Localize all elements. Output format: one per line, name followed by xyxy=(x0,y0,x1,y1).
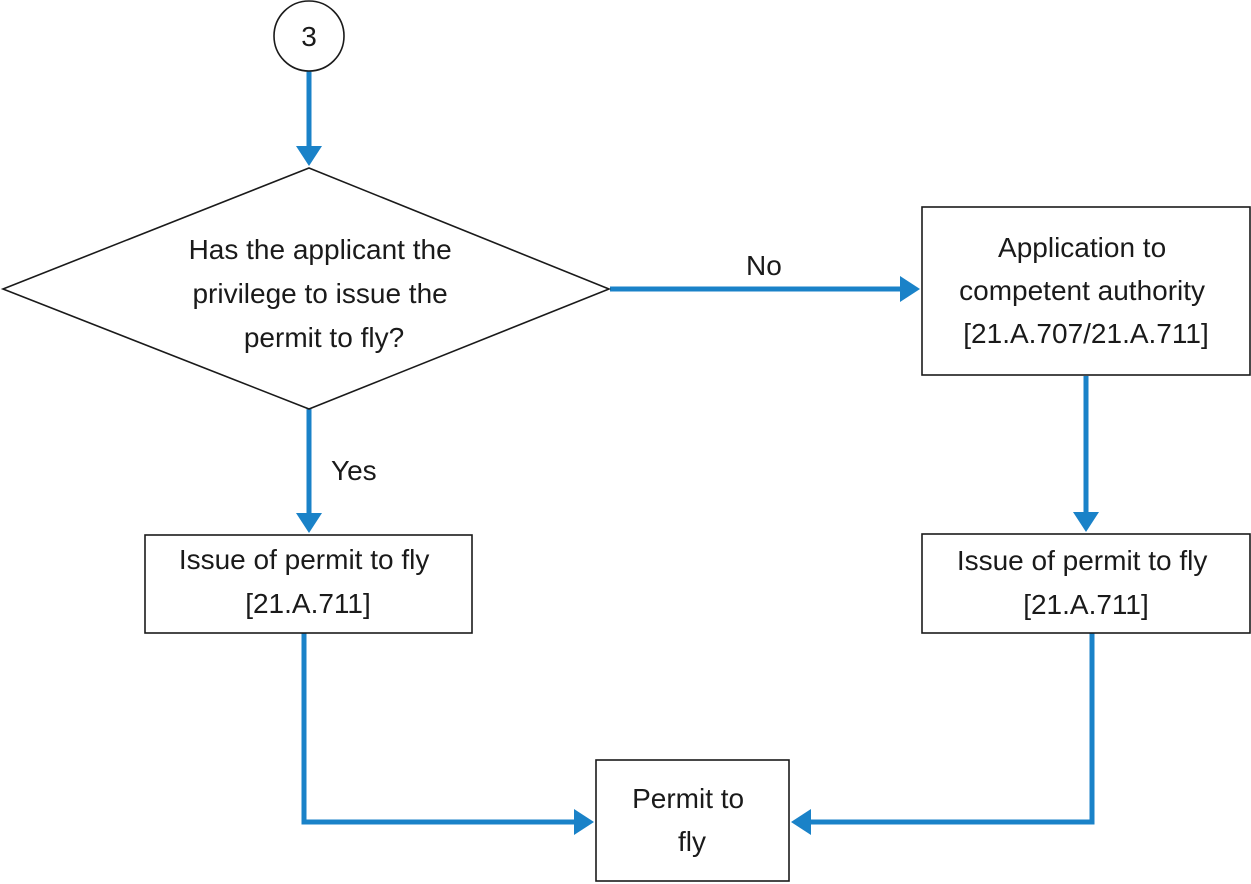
issue-right-text-line: Issue of permit to fly xyxy=(957,545,1208,576)
connector-circle-label: 3 xyxy=(301,21,317,52)
arrowhead-down-icon xyxy=(296,146,322,166)
issue-left-text-line: [21.A.711] xyxy=(245,588,371,619)
decision-text-line: Has the applicant the xyxy=(189,234,452,265)
arrowhead-down-icon xyxy=(1073,512,1099,532)
arrow-issue-right-to-permit xyxy=(809,633,1095,825)
svg-text:Issue of permit to fly [: Issue of permit to fly [21.A.711] xyxy=(957,545,1215,620)
application-text-line: [21.A.707/21.A.711] xyxy=(963,318,1208,349)
svg-text:Issue of permit to fly [: Issue of permit to fly [21.A.711] xyxy=(179,544,437,619)
issue-left-text-line: Issue of permit to fly xyxy=(179,544,430,575)
edge-label-yes: Yes xyxy=(331,455,377,486)
svg-text:Application to competent: Application to competent authority [21.A… xyxy=(959,232,1213,349)
arrowhead-right-icon xyxy=(900,276,920,302)
issue-right-text-line: [21.A.711] xyxy=(1023,589,1149,620)
decision-text-line: permit to fly? xyxy=(244,322,404,353)
connectors xyxy=(296,68,1099,835)
edge-label-no: No xyxy=(746,250,782,281)
permit-text-line: fly xyxy=(678,826,706,857)
application-text-line: Application to xyxy=(998,232,1166,263)
svg-text:Has the applicant the pr: Has the applicant the privilege to issue… xyxy=(189,234,460,353)
application-text-line: competent authority xyxy=(959,275,1205,306)
decision-diamond: Has the applicant the privilege to issue… xyxy=(0,167,612,410)
issue-permit-box-right: Issue of permit to fly [21.A.711] xyxy=(921,533,1251,634)
svg-text:Permit to fly: Permit to fly xyxy=(632,783,752,857)
arrowhead-down-icon xyxy=(296,513,322,533)
issue-permit-box-left: Issue of permit to fly [21.A.711] xyxy=(144,534,473,634)
arrow-issue-left-to-permit xyxy=(301,633,576,825)
arrowhead-left-icon xyxy=(791,809,811,835)
connector-circle: 3 xyxy=(273,0,345,72)
arrowhead-right-icon xyxy=(574,809,594,835)
permit-to-fly-box: Permit to fly xyxy=(595,759,790,882)
application-box: Application to competent authority [21.A… xyxy=(921,206,1251,376)
decision-text-line: privilege to issue the xyxy=(192,278,447,309)
permit-text-line: Permit to xyxy=(632,783,744,814)
